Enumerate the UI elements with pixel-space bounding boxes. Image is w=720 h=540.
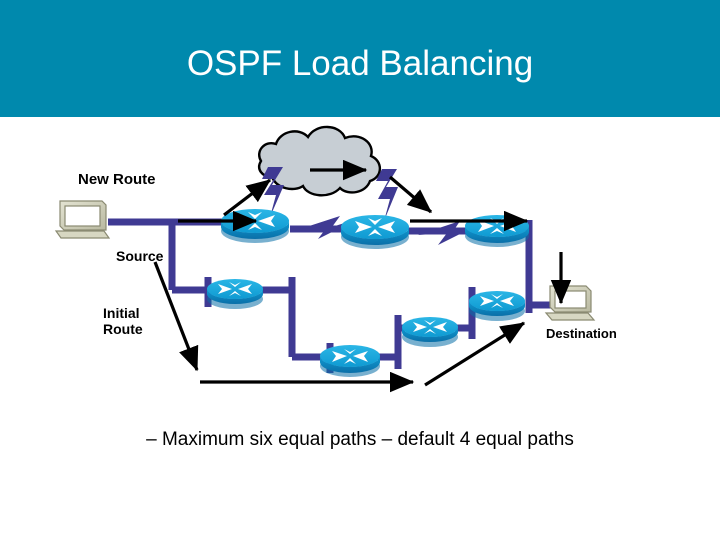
router-2: [341, 215, 409, 249]
slide-caption: – Maximum six equal paths – default 4 eq…: [146, 429, 574, 450]
lightning-cloud-router2: [376, 169, 398, 221]
network-diagram: New Route Source Initial Route Destinati…: [0, 117, 720, 540]
arrow-bottom-diagonal: [424, 321, 526, 387]
lightning-router2-router3: [418, 221, 482, 245]
lightning-cloud-router1: [262, 167, 284, 217]
title-banner: OSPF Load Balancing: [0, 0, 720, 117]
router-4: [207, 279, 263, 309]
network-lightning-links: [262, 167, 482, 245]
laptop-destination: [544, 285, 596, 321]
router-5: [320, 345, 380, 377]
lightning-router1-router2: [300, 216, 360, 239]
router-7: [469, 291, 525, 321]
workstation-source: [54, 200, 111, 239]
arrow-out-of-cloud-right: [388, 175, 433, 214]
label-source: Source: [116, 248, 164, 264]
annotation-arrows: [153, 159, 572, 393]
network-diagram-svg: [54, 125, 596, 393]
arrow-initial-route-diagonal: [153, 261, 199, 372]
page-title: OSPF Load Balancing: [186, 44, 534, 83]
router-6: [402, 317, 458, 347]
label-initial-route: Initial Route: [103, 305, 143, 338]
label-new-route: New Route: [78, 171, 156, 188]
label-destination: Destination: [546, 326, 617, 341]
router-1: [221, 209, 289, 243]
arrow-into-cloud-left: [223, 178, 272, 217]
